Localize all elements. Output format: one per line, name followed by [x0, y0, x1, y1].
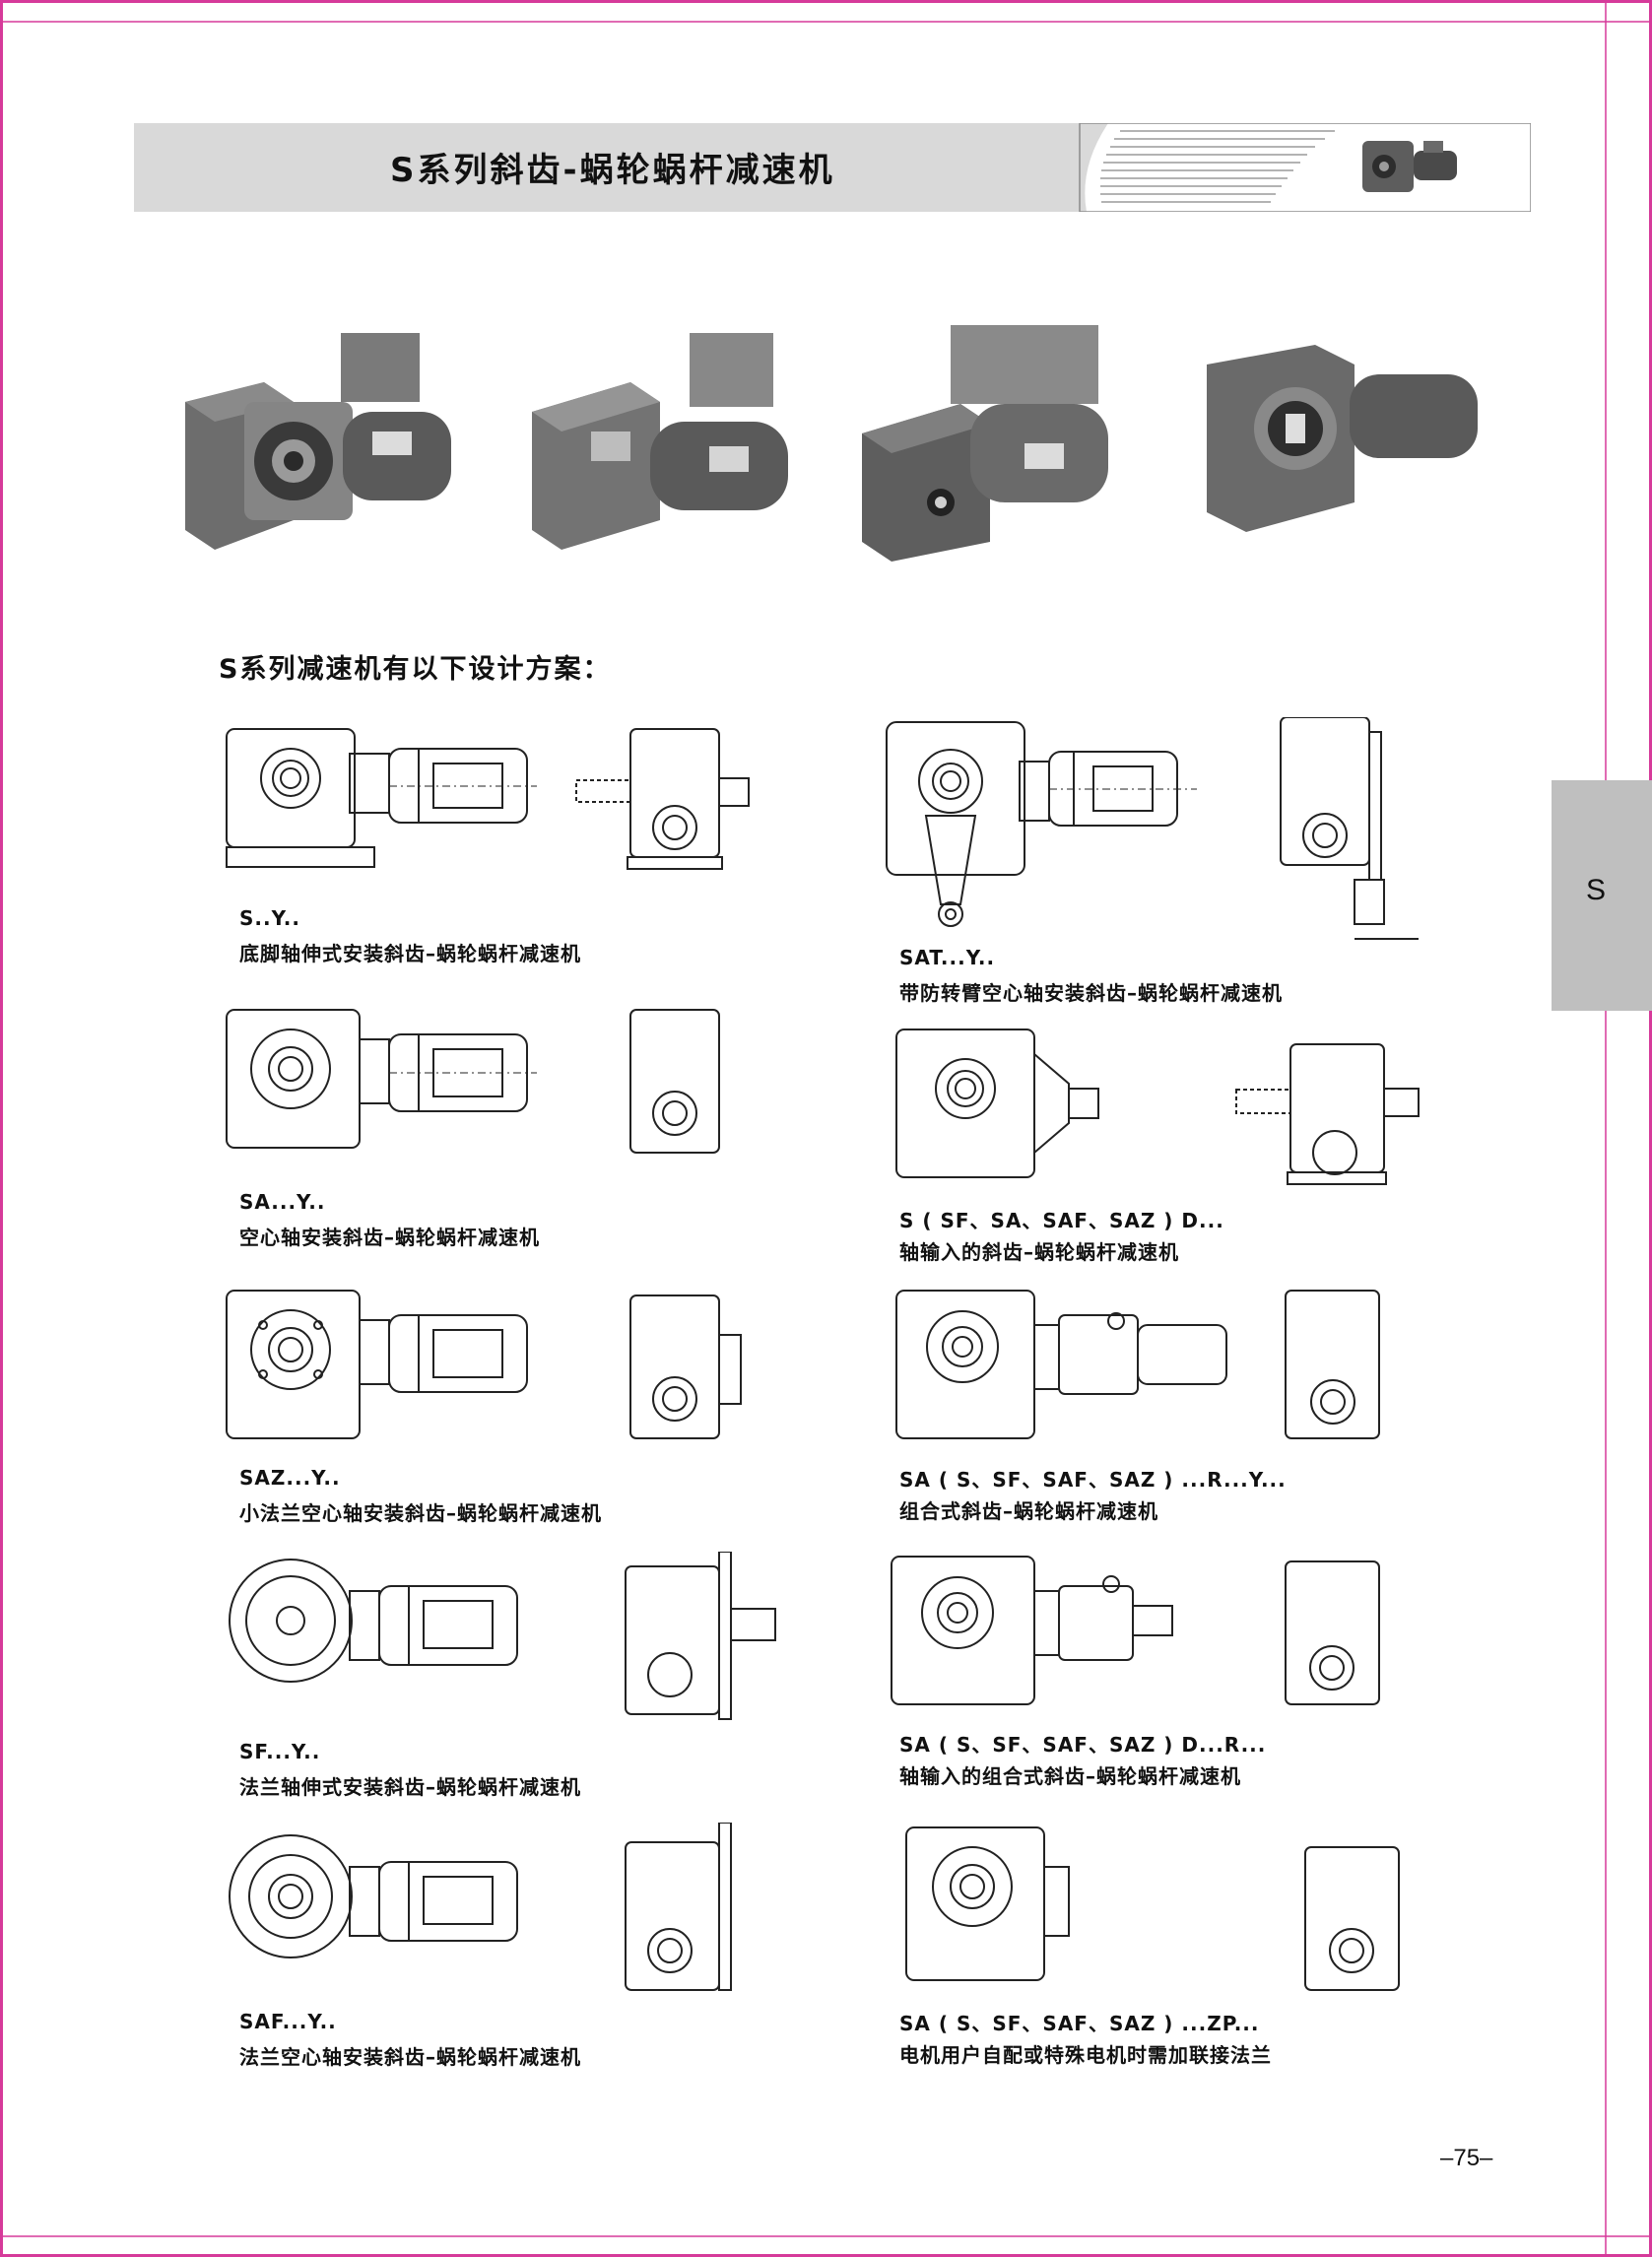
- item-desc-3: 空心轴安装斜齿–蜗轮蜗杆减速机: [239, 1226, 540, 1249]
- photo-gear-motor-3: [862, 325, 1108, 562]
- side-tab-label: S: [1585, 874, 1606, 906]
- item-desc-10: 电机用户自配或特殊电机时需加联接法兰: [899, 2043, 1272, 2067]
- drawing-s-y: [226, 728, 750, 870]
- side-tab: S: [1552, 780, 1652, 1011]
- drawing-sa-d-r: [891, 1556, 1380, 1705]
- drawing-saz-y: [226, 1290, 742, 1439]
- section-heading: S系列减速机有以下设计方案：: [219, 654, 612, 685]
- item-desc-7: 法兰轴伸式安装斜齿–蜗轮蜗杆减速机: [239, 1775, 581, 1799]
- item-desc-1: 底脚轴伸式安装斜齿–蜗轮蜗杆减速机: [239, 942, 581, 965]
- item-code-3: SA...Y..: [239, 1190, 326, 1214]
- item-code-2: SAT...Y..: [899, 946, 996, 969]
- header-thumbnail-icon: [1355, 131, 1473, 202]
- photo-gear-motor-2: [532, 333, 788, 550]
- item-desc-8: 轴输入的组合式斜齿–蜗轮蜗杆减速机: [899, 1764, 1241, 1788]
- drawing-s-d: [895, 1029, 1420, 1185]
- item-desc-2: 带防转臂空心轴安装斜齿–蜗轮蜗杆减速机: [899, 981, 1283, 1005]
- photo-gear-motor-1: [185, 333, 451, 550]
- item-code-6: SA ( S、SF、SAF、SAZ ) ...R...Y...: [899, 1468, 1287, 1492]
- item-desc-5: 小法兰空心轴安装斜齿–蜗轮蜗杆减速机: [239, 1501, 602, 1525]
- item-code-7: SF...Y..: [239, 1740, 321, 1763]
- drawing-saf-y: [229, 1823, 732, 1991]
- item-code-9: SAF...Y..: [239, 2010, 337, 2033]
- item-code-4: S ( SF、SA、SAF、SAZ ) D...: [899, 1209, 1224, 1232]
- page-title: S系列斜齿-蜗轮蜗杆减速机: [390, 151, 835, 190]
- drawing-sa-r-y: [895, 1290, 1380, 1439]
- drawing-sf-y: [229, 1552, 776, 1720]
- drawing-sa-zp: [905, 1826, 1400, 1991]
- page-number: –75–: [1440, 2145, 1493, 2171]
- item-code-5: SAZ...Y..: [239, 1466, 341, 1490]
- item-code-8: SA ( S、SF、SAF、SAZ ) D...R...: [899, 1733, 1267, 1757]
- item-code-1: S..Y..: [239, 906, 300, 930]
- item-desc-4: 轴输入的斜齿–蜗轮蜗杆减速机: [899, 1240, 1179, 1264]
- photo-gear-motor-4: [1207, 345, 1478, 532]
- item-desc-9: 法兰空心轴安装斜齿–蜗轮蜗杆减速机: [239, 2045, 581, 2069]
- header-decoration: [1079, 123, 1531, 212]
- item-code-10: SA ( S、SF、SAF、SAZ ) ...ZP...: [899, 2012, 1260, 2035]
- item-desc-6: 组合式斜齿–蜗轮蜗杆减速机: [899, 1499, 1158, 1523]
- drawing-sa-y: [226, 1009, 720, 1154]
- drawing-sat-y: [886, 717, 1419, 940]
